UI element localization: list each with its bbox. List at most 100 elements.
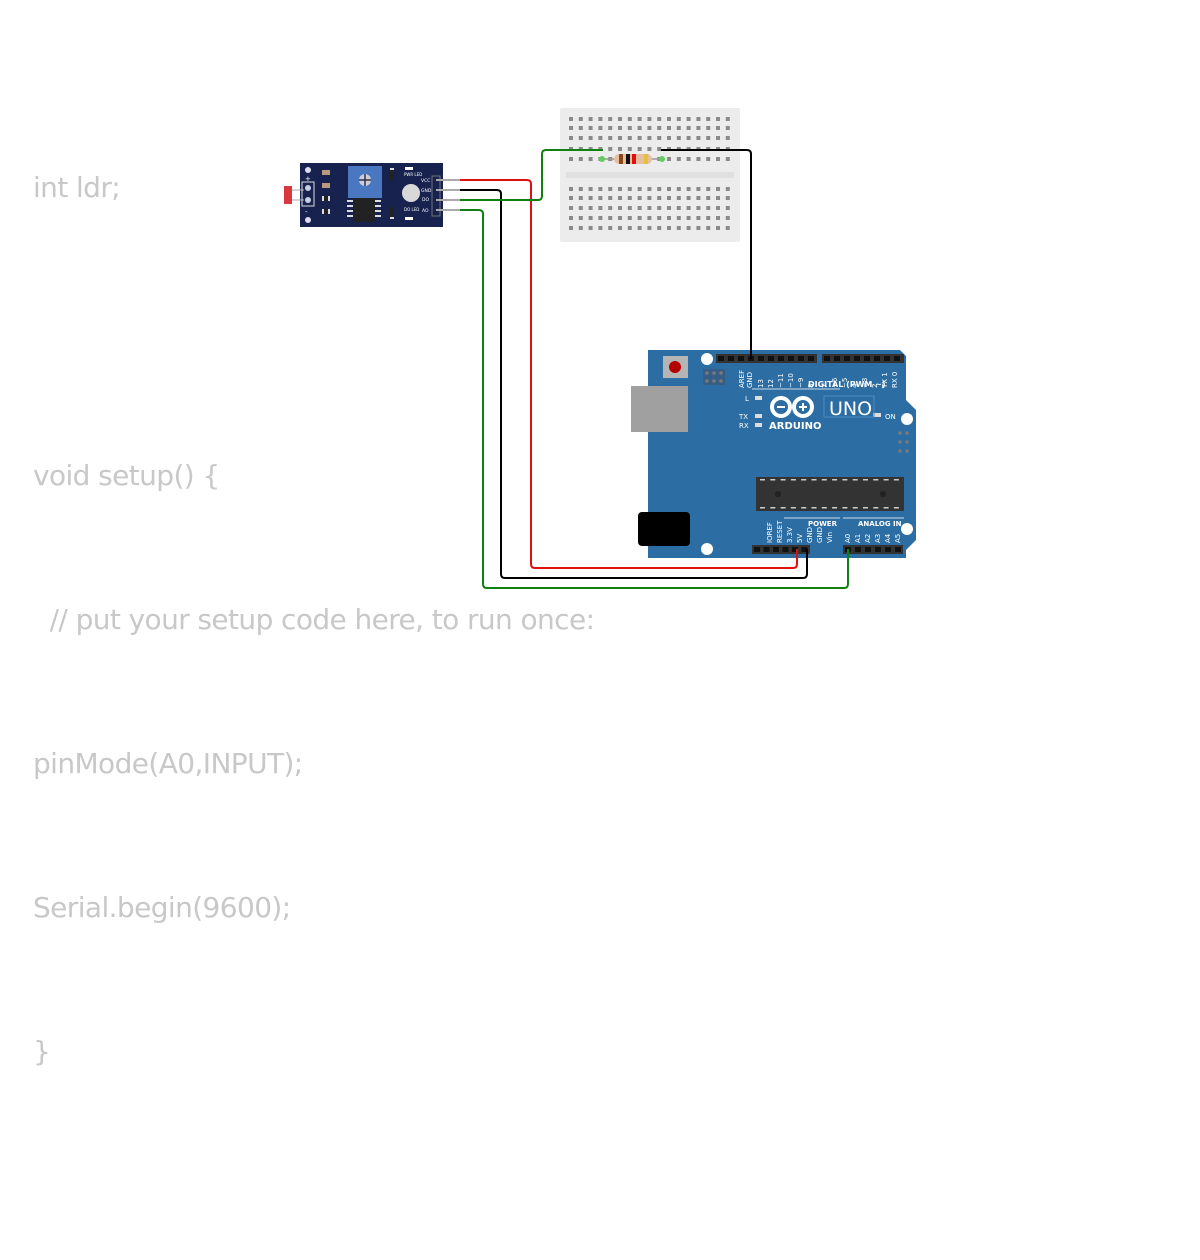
breadboard-hole[interactable] xyxy=(588,187,593,191)
breadboard-hole[interactable] xyxy=(725,187,730,191)
breadboard-hole[interactable] xyxy=(637,196,642,200)
breadboard-hole[interactable] xyxy=(676,216,681,220)
breadboard-hole[interactable] xyxy=(608,117,613,121)
digital-header-high[interactable] xyxy=(716,354,817,363)
breadboard-hole[interactable] xyxy=(637,126,642,130)
header-pin[interactable] xyxy=(728,356,734,361)
breadboard-hole[interactable] xyxy=(647,216,652,220)
breadboard-hole[interactable] xyxy=(618,226,622,230)
ldr-module[interactable]: + - PWR LED DO LED VCC GND DO AO xyxy=(284,163,460,227)
breadboard-hole[interactable] xyxy=(686,117,691,121)
header-pin[interactable] xyxy=(865,547,871,552)
breadboard-hole[interactable] xyxy=(676,157,681,161)
header-pin[interactable] xyxy=(895,547,901,552)
breadboard-hole[interactable] xyxy=(657,136,662,140)
digital-header-low[interactable] xyxy=(822,354,904,363)
breadboard-hole[interactable] xyxy=(706,136,711,140)
breadboard-hole[interactable] xyxy=(676,136,681,140)
breadboard-hole[interactable] xyxy=(696,196,701,200)
breadboard-hole[interactable] xyxy=(618,196,622,200)
breadboard-hole[interactable] xyxy=(608,196,613,200)
header-pin[interactable] xyxy=(792,547,798,552)
breadboard-hole[interactable] xyxy=(676,196,681,200)
breadboard-hole[interactable] xyxy=(569,216,573,220)
breadboard-hole[interactable] xyxy=(578,136,583,140)
breadboard-hole[interactable] xyxy=(657,147,662,151)
breadboard-hole[interactable] xyxy=(696,206,701,210)
breadboard-hole[interactable] xyxy=(637,187,642,191)
breadboard-hole[interactable] xyxy=(618,206,622,210)
breadboard-hole[interactable] xyxy=(725,216,730,220)
breadboard-hole[interactable] xyxy=(588,216,593,220)
wire-ao-to-a0[interactable] xyxy=(460,209,849,589)
header-pin[interactable] xyxy=(788,356,794,361)
header-pin[interactable] xyxy=(763,547,770,552)
breadboard-hole[interactable] xyxy=(618,216,622,220)
breadboard-hole[interactable] xyxy=(618,187,622,191)
wire-do-to-breadboard[interactable] xyxy=(460,149,603,201)
breadboard-hole[interactable] xyxy=(706,126,711,130)
breadboard-hole[interactable] xyxy=(608,216,613,220)
breadboard-hole[interactable] xyxy=(588,126,593,130)
breadboard-hole[interactable] xyxy=(627,136,632,140)
breadboard-hole[interactable] xyxy=(588,196,593,200)
breadboard-hole[interactable] xyxy=(627,147,632,151)
header-pin[interactable] xyxy=(854,356,860,361)
wire-gnd-to-gnd[interactable] xyxy=(460,189,808,579)
power-header[interactable] xyxy=(752,545,810,554)
breadboard-hole[interactable] xyxy=(686,196,691,200)
breadboard-hole[interactable] xyxy=(667,216,671,220)
breadboard-hole[interactable] xyxy=(725,126,730,130)
breadboard-hole[interactable] xyxy=(686,126,691,130)
breadboard-hole[interactable] xyxy=(716,187,720,191)
breadboard-hole[interactable] xyxy=(569,136,573,140)
breadboard-hole[interactable] xyxy=(696,117,701,121)
breadboard-hole[interactable] xyxy=(569,196,573,200)
pin-vcc[interactable] xyxy=(436,179,460,181)
header-pin[interactable] xyxy=(885,547,891,552)
breadboard-hole[interactable] xyxy=(598,126,603,130)
breadboard-hole[interactable] xyxy=(608,206,613,210)
breadboard-hole[interactable] xyxy=(569,206,573,210)
breadboard-hole[interactable] xyxy=(667,226,671,230)
breadboard-hole[interactable] xyxy=(657,196,662,200)
header-pin[interactable] xyxy=(798,356,804,361)
pin-ao[interactable] xyxy=(436,209,460,211)
breadboard-hole[interactable] xyxy=(647,187,652,191)
breadboard-hole[interactable] xyxy=(588,117,593,121)
header-pin[interactable] xyxy=(834,356,840,361)
breadboard-hole[interactable] xyxy=(696,136,701,140)
breadboard-hole[interactable] xyxy=(618,136,622,140)
breadboard-hole[interactable] xyxy=(588,157,593,161)
pin-gnd[interactable] xyxy=(436,189,460,191)
header-pin[interactable] xyxy=(754,547,760,552)
breadboard-hole[interactable] xyxy=(637,147,642,151)
breadboard-hole[interactable] xyxy=(716,136,720,140)
breadboard-hole[interactable] xyxy=(706,196,711,200)
breadboard-hole[interactable] xyxy=(647,117,652,121)
breadboard-hole[interactable] xyxy=(686,157,691,161)
breadboard-hole[interactable] xyxy=(598,226,603,230)
resistor[interactable] xyxy=(599,154,665,164)
breadboard-hole[interactable] xyxy=(647,196,652,200)
breadboard-hole[interactable] xyxy=(716,216,720,220)
header-pin[interactable] xyxy=(864,356,870,361)
breadboard-hole[interactable] xyxy=(667,136,671,140)
breadboard-hole[interactable] xyxy=(657,126,662,130)
breadboard-hole[interactable] xyxy=(657,216,662,220)
header-pin[interactable] xyxy=(758,356,764,361)
breadboard-hole[interactable] xyxy=(696,126,701,130)
breadboard-hole[interactable] xyxy=(627,226,632,230)
header-pin[interactable] xyxy=(874,356,880,361)
breadboard-hole[interactable] xyxy=(696,226,701,230)
breadboard-hole[interactable] xyxy=(569,226,573,230)
breadboard-hole[interactable] xyxy=(608,126,613,130)
pin-do[interactable] xyxy=(436,199,460,201)
header-pin[interactable] xyxy=(875,547,881,552)
breadboard-hole[interactable] xyxy=(716,126,720,130)
wire-breadboard-to-gnd[interactable] xyxy=(661,149,752,359)
breadboard-hole[interactable] xyxy=(657,206,662,210)
breadboard-hole[interactable] xyxy=(725,226,730,230)
header-pin[interactable] xyxy=(718,356,724,361)
breadboard-hole[interactable] xyxy=(627,117,632,121)
